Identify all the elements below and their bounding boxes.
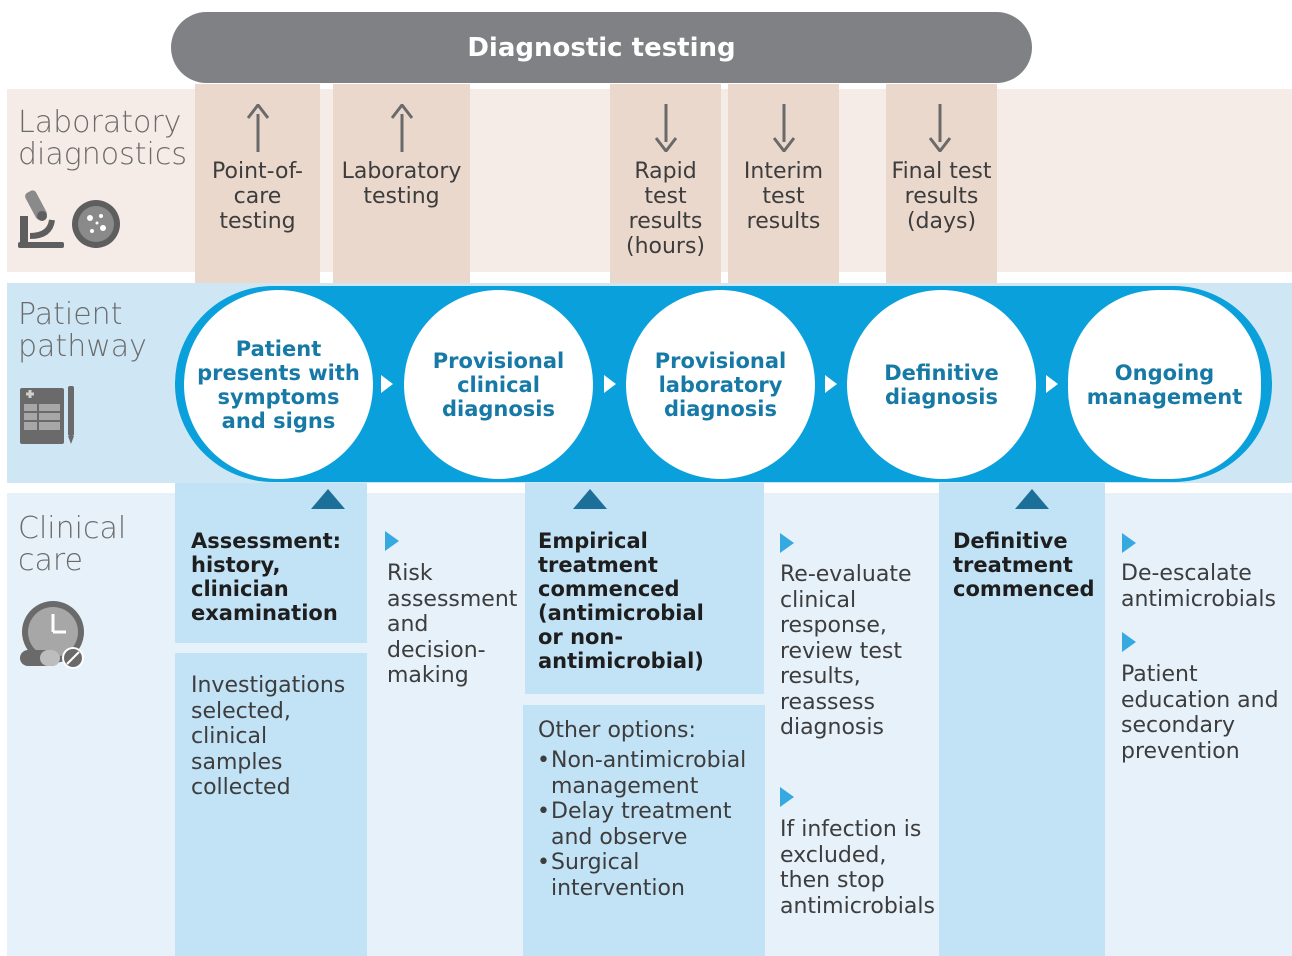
- banner-title: Diagnostic testing: [467, 32, 736, 63]
- care-reevaluate: Re-evaluate clinical response, review te…: [780, 562, 912, 740]
- care-definitive-treatment: Definitive treatment commenced: [953, 529, 1095, 601]
- care-other-options-title: Other options:: [538, 718, 696, 743]
- care-assessment: Assessment: history, clinician examinati…: [191, 529, 342, 625]
- down-arrow-icon: [655, 104, 677, 152]
- care-other-options-list: Non-antimicrobial management Delay treat…: [537, 748, 759, 901]
- care-column-investigations: [175, 653, 367, 956]
- care-column-empirical: [525, 483, 764, 694]
- care-patient-education: Patient education and secondary preventi…: [1121, 662, 1279, 764]
- care-risk-assessment: Risk assessment and decision-making: [387, 561, 518, 688]
- triangle-up-icon: [311, 489, 345, 509]
- care-stop-antimicrobials: If infection is excluded, then stop anti…: [780, 817, 935, 919]
- diagnostic-testing-banner: Diagnostic testing: [171, 12, 1032, 83]
- step-provisional-clinical: Provisional clinical diagnosis: [404, 290, 593, 479]
- triangle-right-icon: [780, 533, 794, 553]
- care-deescalate: De-escalate antimicrobials: [1121, 561, 1276, 612]
- step-definitive-diagnosis: Definitive diagnosis: [847, 290, 1036, 479]
- lab-label-point-of-care: Point-of-care testing: [212, 159, 303, 234]
- lab-label-final-results: Final test results (days): [891, 159, 992, 234]
- up-arrow-icon: [391, 104, 413, 152]
- care-empirical-treatment: Empirical treatment commenced (antimicro…: [538, 529, 704, 673]
- care-investigations: Investigations selected, clinical sample…: [191, 673, 346, 800]
- list-item: Surgical intervention: [537, 850, 759, 901]
- lab-label-laboratory-testing: Laboratory testing: [341, 159, 462, 209]
- triangle-up-icon: [1015, 489, 1049, 509]
- lab-label-rapid-results: Rapid test results (hours): [625, 159, 706, 259]
- step-provisional-laboratory: Provisional laboratory diagnosis: [626, 290, 815, 479]
- step-patient-presents: Patient presents with symptoms and signs: [184, 290, 373, 479]
- triangle-right-icon: [1122, 533, 1136, 553]
- step-ongoing-management: Ongoing management: [1068, 290, 1261, 479]
- petri-dish-icon: [70, 198, 122, 250]
- row-label-laboratory: Laboratory diagnostics: [18, 105, 187, 172]
- triangle-right-icon: [385, 531, 399, 551]
- up-arrow-icon: [247, 104, 269, 152]
- pathway-arrow-icon: [604, 375, 616, 393]
- down-arrow-icon: [929, 104, 951, 152]
- lab-label-interim-results: Interim test results: [743, 159, 824, 234]
- triangle-right-icon: [780, 787, 794, 807]
- triangle-right-icon: [1122, 632, 1136, 652]
- row-label-patient: Patient pathway: [18, 297, 147, 364]
- row-label-clinical: Clinical care: [18, 511, 127, 578]
- pathway-arrow-icon: [381, 375, 393, 393]
- care-column-definitive: [939, 483, 1105, 956]
- pathway-arrow-icon: [1046, 375, 1058, 393]
- list-item: Non-antimicrobial management: [537, 748, 759, 799]
- clock-pill-icon: [18, 600, 88, 670]
- down-arrow-icon: [773, 104, 795, 152]
- pathway-arrow-icon: [825, 375, 837, 393]
- microscope-icon: [16, 186, 68, 250]
- triangle-up-icon: [573, 489, 607, 509]
- clipboard-chart-icon: [18, 382, 78, 446]
- care-column-assessment: [175, 483, 367, 643]
- list-item: Delay treatment and observe: [537, 799, 759, 850]
